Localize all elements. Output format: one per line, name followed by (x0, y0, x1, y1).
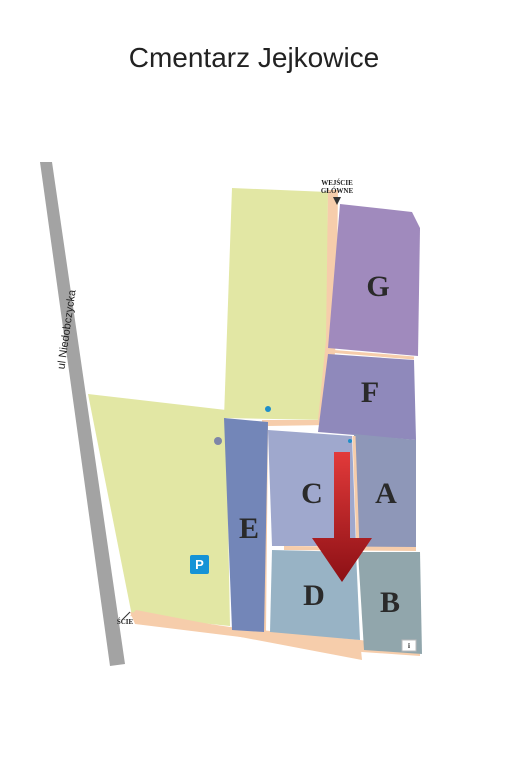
point-marker-small-icon (348, 439, 352, 443)
info-marker-icon (401, 639, 417, 652)
section-a (354, 434, 416, 548)
section-b (358, 552, 422, 654)
section-f (318, 354, 416, 440)
main-entrance-label-line2: GŁÓWNE (321, 187, 354, 195)
section-e (224, 418, 268, 632)
side-entrance-arrow-icon (121, 611, 131, 621)
street-road (40, 162, 125, 666)
section-g (328, 204, 420, 356)
separator-c-a (352, 435, 360, 549)
section-label-b: B (380, 586, 400, 619)
direction-arrow (312, 452, 372, 582)
path-area (130, 190, 362, 660)
section-label-e: E (239, 512, 259, 545)
map-title: Cmentarz Jejkowice (128, 42, 380, 73)
side-entrance-label: ŚCIE (117, 618, 134, 626)
parking-label: P (195, 557, 204, 572)
main-entrance-arrow-icon (333, 197, 341, 205)
green-area-north (224, 188, 328, 420)
section-label-a: A (375, 477, 397, 510)
section-label-f: F (361, 376, 379, 409)
info-marker-label: i (408, 642, 410, 650)
section-label-d: D (303, 579, 325, 612)
section-label-c: C (301, 477, 323, 510)
path-south (130, 612, 420, 656)
separator-g-f (327, 349, 415, 360)
well-marker-icon (265, 406, 271, 412)
section-label-g: G (366, 270, 389, 303)
point-marker-icon (214, 437, 222, 445)
main-entrance-label-line1: WEJŚCIE (321, 179, 353, 187)
parking-icon (190, 555, 209, 574)
